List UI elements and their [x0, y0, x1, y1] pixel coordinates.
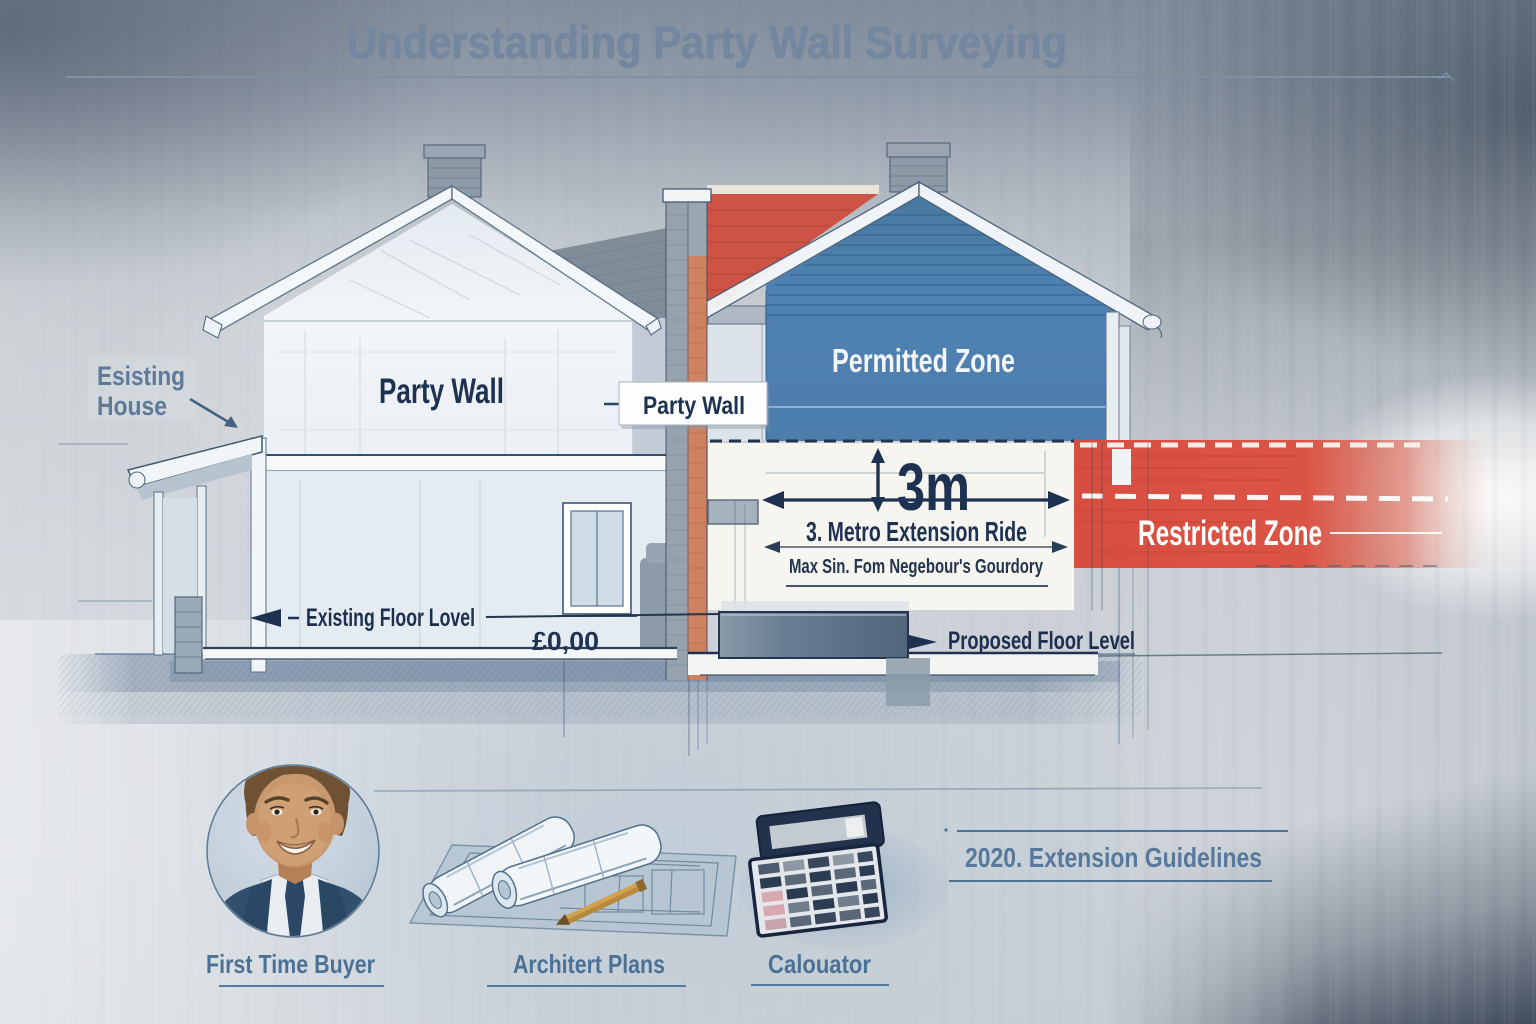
svg-text:3. Metro Extension Ride: 3. Metro Extension Ride — [806, 516, 1027, 547]
svg-text:First Time Buyer: First Time Buyer — [206, 949, 375, 979]
svg-text:Max Sin. Fom Negebour's Gourdo: Max Sin. Fom Negebour's Gourdory — [789, 556, 1044, 578]
svg-text:House: House — [97, 391, 167, 421]
svg-text:Party Wall: Party Wall — [379, 372, 504, 411]
svg-text:Permitted Zone: Permitted Zone — [832, 342, 1015, 379]
svg-text:£0,00: £0,00 — [532, 626, 599, 656]
svg-text:Architert Plans: Architert Plans — [513, 949, 665, 979]
svg-text:3m: 3m — [897, 450, 970, 525]
svg-text:Existing Floor Lovel: Existing Floor Lovel — [306, 604, 475, 632]
svg-text:Calouator: Calouator — [768, 949, 871, 979]
svg-text:2020. Extension Guidelines: 2020. Extension Guidelines — [965, 842, 1262, 873]
svg-text:Proposed Floor Level: Proposed Floor Level — [948, 627, 1135, 655]
svg-text:Understanding Party Wall Surve: Understanding Party Wall Surveying — [347, 17, 1067, 68]
svg-text:Restricted Zone: Restricted Zone — [1138, 514, 1322, 553]
svg-text:Party Wall: Party Wall — [643, 392, 745, 420]
svg-text:Esisting: Esisting — [97, 361, 185, 391]
